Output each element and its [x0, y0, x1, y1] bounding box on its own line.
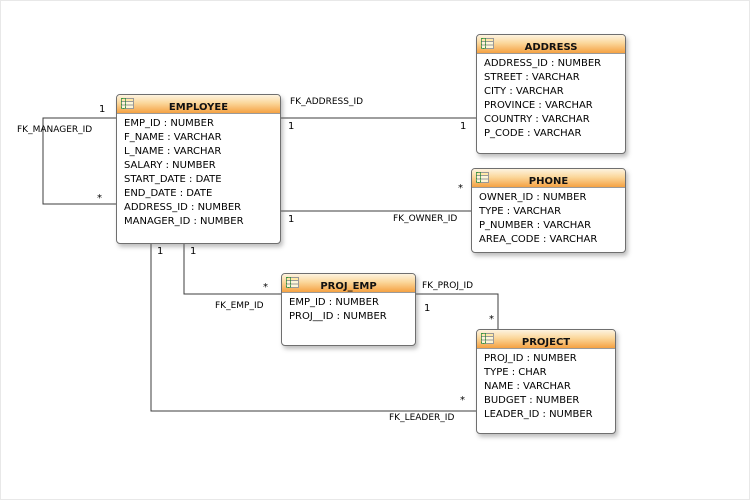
field: EMP_ID : NUMBER: [124, 118, 214, 129]
entity-employee-header: EMPLOYEE: [117, 95, 280, 114]
cardinality-proj-one: 1: [424, 303, 431, 314]
fk-owner-id-label: FK_OWNER_ID: [393, 214, 458, 224]
table-icon: [481, 38, 494, 49]
cardinality-proj-many: *: [489, 314, 494, 325]
field: MANAGER_ID : NUMBER: [124, 216, 244, 227]
field: OWNER_ID : NUMBER: [479, 192, 587, 203]
cardinality-address-address-end: 1: [460, 121, 467, 132]
field: ADDRESS_ID : NUMBER: [484, 58, 602, 69]
cardinality-emp-many: *: [263, 282, 268, 293]
entity-title: EMPLOYEE: [168, 102, 229, 113]
entity-title: PROJ_EMP: [320, 281, 377, 292]
relationship-fk-emp-id[interactable]: [183, 244, 281, 295]
entity-title: ADDRESS: [524, 42, 578, 53]
fk-emp-id-label: FK_EMP_ID: [215, 301, 264, 311]
relationship-fk-proj-id[interactable]: [416, 293, 499, 329]
field: END_DATE : DATE: [124, 188, 213, 199]
field: START_DATE : DATE: [124, 174, 222, 185]
field: NAME : VARCHAR: [484, 381, 571, 392]
cardinality-owner-many: *: [458, 183, 463, 194]
fk-address-id-label: FK_ADDRESS_ID: [290, 97, 364, 107]
field: TYPE : CHAR: [484, 367, 547, 378]
field: SALARY : NUMBER: [124, 160, 216, 171]
field: PROJ__ID : NUMBER: [289, 311, 387, 322]
cardinality-leader-many: *: [460, 395, 465, 406]
field: LEADER_ID : NUMBER: [484, 409, 593, 420]
cardinality-manager-one: 1: [99, 104, 106, 115]
fk-proj-id-label: FK_PROJ_ID: [422, 281, 474, 291]
entity-proj-emp-header: PROJ_EMP: [282, 274, 415, 293]
field: PROJ_ID : NUMBER: [484, 353, 577, 364]
entity-employee[interactable]: EMPLOYEE EMP_ID : NUMBER F_NAME : VARCHA…: [116, 94, 281, 244]
fk-manager-id-label: FK_MANAGER_ID: [17, 125, 93, 135]
cardinality-manager-many: *: [97, 193, 102, 204]
entity-address[interactable]: ADDRESS ADDRESS_ID : NUMBER STREET : VAR…: [476, 34, 626, 154]
table-icon: [121, 98, 134, 109]
cardinality-address-employee-end: 1: [288, 121, 295, 132]
table-icon: [286, 277, 299, 288]
entity-title: PROJECT: [521, 337, 571, 348]
field: F_NAME : VARCHAR: [124, 132, 222, 143]
entity-project[interactable]: PROJECT PROJ_ID : NUMBER TYPE : CHAR NAM…: [476, 329, 616, 434]
field: EMP_ID : NUMBER: [289, 297, 379, 308]
cardinality-leader-one: 1: [157, 246, 164, 257]
table-icon: [476, 172, 489, 183]
field: PROVINCE : VARCHAR: [484, 100, 593, 111]
entity-title: PHONE: [528, 176, 569, 187]
field: BUDGET : NUMBER: [484, 395, 580, 406]
field: CITY : VARCHAR: [484, 86, 564, 97]
field: P_NUMBER : VARCHAR: [479, 220, 592, 231]
fk-leader-id-label: FK_LEADER_ID: [389, 413, 455, 423]
entity-phone[interactable]: PHONE OWNER_ID : NUMBER TYPE : VARCHAR P…: [471, 168, 626, 253]
table-icon: [481, 333, 494, 344]
field: L_NAME : VARCHAR: [124, 146, 222, 157]
entity-proj-emp[interactable]: PROJ_EMP EMP_ID : NUMBER PROJ__ID : NUMB…: [281, 273, 416, 346]
cardinality-emp-one: 1: [190, 246, 197, 257]
entity-project-header: PROJECT: [477, 330, 615, 349]
relationship-fk-leader-id[interactable]: [150, 244, 476, 412]
relationship-fk-manager-id[interactable]: [42, 117, 116, 205]
field: ADDRESS_ID : NUMBER: [124, 202, 242, 213]
cardinality-owner-one: 1: [288, 214, 295, 225]
field: STREET : VARCHAR: [484, 72, 580, 83]
field: AREA_CODE : VARCHAR: [479, 234, 598, 245]
field: P_CODE : VARCHAR: [484, 128, 582, 139]
entity-address-header: ADDRESS: [477, 35, 625, 54]
field: TYPE : VARCHAR: [479, 206, 562, 217]
entity-phone-header: PHONE: [472, 169, 625, 188]
field: COUNTRY : VARCHAR: [484, 114, 590, 125]
